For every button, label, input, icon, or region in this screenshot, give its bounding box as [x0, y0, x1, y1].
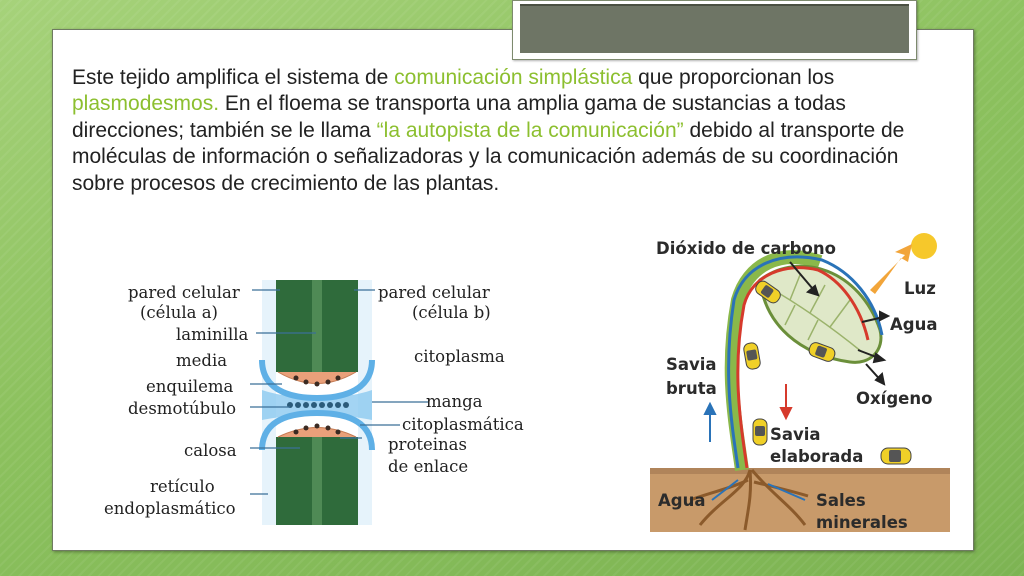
highlight-text: plasmodesmos. — [72, 92, 220, 116]
label-proteinas-2: de enlace — [388, 457, 468, 476]
label-luz: Luz — [904, 279, 936, 298]
phloem-line — [736, 266, 870, 469]
xylem-line — [727, 255, 884, 469]
soil — [650, 468, 950, 532]
root-arrows — [711, 479, 806, 501]
label-desmotubulo: desmotúbulo — [128, 399, 236, 418]
label-agua-leaf: Agua — [890, 315, 937, 334]
label-pared-b-1: pared celular — [378, 283, 490, 302]
label-pared-b-2: (célula b) — [412, 303, 491, 322]
label-co2: Dióxido de carbono — [656, 239, 836, 258]
body-text: que proporcionan los — [632, 66, 835, 89]
label-laminilla-2: media — [176, 351, 227, 370]
sun-icon — [911, 233, 937, 259]
label-pared-a-1: pared celular — [128, 283, 240, 302]
phloem-down-arrow — [779, 384, 793, 421]
label-agua-root: Agua — [658, 491, 705, 510]
leaf-arrows — [789, 261, 891, 386]
plasmodesma-diagram: pared celular (célula a) laminilla media… — [104, 280, 524, 525]
soil-surface — [650, 468, 950, 474]
label-oxigeno: Oxígeno — [856, 389, 932, 408]
label-calosa: calosa — [184, 441, 237, 460]
label-reticulo-1: retículo — [150, 477, 215, 496]
label-savia-bruta-2: bruta — [666, 379, 717, 398]
title-tab — [512, 0, 917, 60]
label-manga-2: citoplasmática — [402, 415, 524, 434]
highlight-text: “la autopista de la comunicación” — [376, 118, 684, 142]
middle-lamella-bottom — [312, 437, 322, 525]
leaf — [758, 264, 883, 364]
protein-dots — [293, 375, 341, 435]
label-reticulo-2: endoplasmático — [104, 499, 236, 518]
body-paragraph: Este tejido amplifica el sistema de comu… — [72, 65, 952, 197]
label-proteinas-1: proteinas — [388, 435, 467, 454]
label-sales-1: Sales — [816, 491, 866, 510]
plant-diagram: Dióxido de carbono Luz Agua Oxígeno Savi… — [650, 233, 950, 532]
label-enquilema: enquilema — [146, 377, 234, 396]
label-citoplasma: citoplasma — [414, 347, 505, 366]
car-icon — [743, 280, 912, 465]
title-tab-fill — [520, 4, 909, 53]
label-manga-1: manga — [426, 392, 483, 411]
callose-bottom — [277, 427, 357, 438]
desmotubule-dots — [287, 402, 349, 408]
light-arrow — [870, 244, 912, 294]
body-text: Este tejido amplifica el sistema de — [72, 66, 395, 89]
middle-lamella-top — [312, 280, 322, 372]
label-savia-bruta-1: Savia — [666, 355, 717, 374]
label-laminilla-1: laminilla — [176, 325, 248, 344]
membrane-curve-bottom — [259, 409, 375, 451]
body-text: debido al transporte de moléculas de inf… — [72, 118, 905, 195]
leader-lines — [250, 289, 428, 495]
label-pared-a-2: (célula a) — [140, 303, 218, 322]
xylem-up-arrow — [703, 401, 717, 442]
highlight-text: comunicación simplástica — [394, 66, 633, 89]
label-savia-elab-1: Savia — [770, 425, 821, 444]
label-savia-elab-2: elaborada — [770, 447, 863, 466]
label-sales-2: minerales — [816, 513, 908, 532]
body-text: En el floema se transporta una amplia ga… — [72, 92, 846, 142]
